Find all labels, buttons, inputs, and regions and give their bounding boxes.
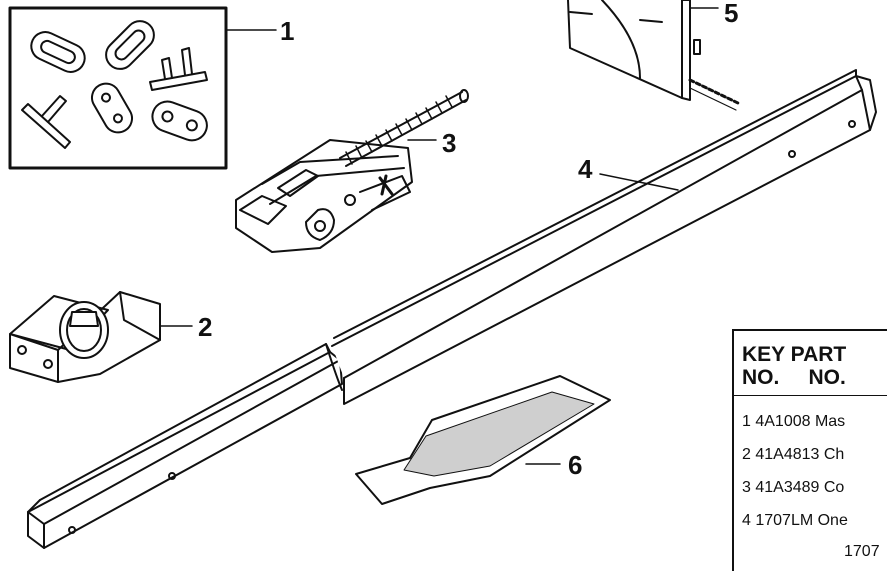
table-row: 1707: [844, 543, 880, 560]
table-row: 2 41A4813 Ch: [742, 446, 845, 463]
callout-4: 4: [578, 154, 593, 184]
callout-5: 5: [724, 0, 739, 28]
pulley-bracket: [9, 291, 193, 383]
table-row: 1 4A1008 Mas: [742, 413, 846, 430]
table-row: 3 41A3489 Co: [742, 479, 845, 496]
lubricant-packet: [355, 375, 611, 505]
sprocket-cover: [567, 0, 742, 111]
rail: [27, 69, 877, 549]
callout-3: 3: [442, 128, 457, 158]
table-header-line-1: KEY PART: [742, 343, 847, 366]
callout-1: 1: [280, 16, 295, 46]
table-header-rule: [734, 395, 887, 396]
parts-diagram: 1 5 3 4 2 6 KEY PART NO. NO. 1 4A1008 Ma…: [8, 0, 887, 571]
table-row: 4 1707LM One: [742, 512, 848, 529]
parts-list-table: KEY PART NO. NO. 1 4A1008 Mas 2 41A4813 …: [732, 329, 887, 571]
callout-6: 6: [568, 450, 583, 480]
table-header-line-2: NO. NO.: [742, 366, 846, 389]
trolley-assembly: [235, 89, 469, 253]
callout-2: 2: [198, 312, 213, 342]
parts-illustration: [8, 0, 877, 549]
hardware-kit-box: [8, 6, 277, 170]
